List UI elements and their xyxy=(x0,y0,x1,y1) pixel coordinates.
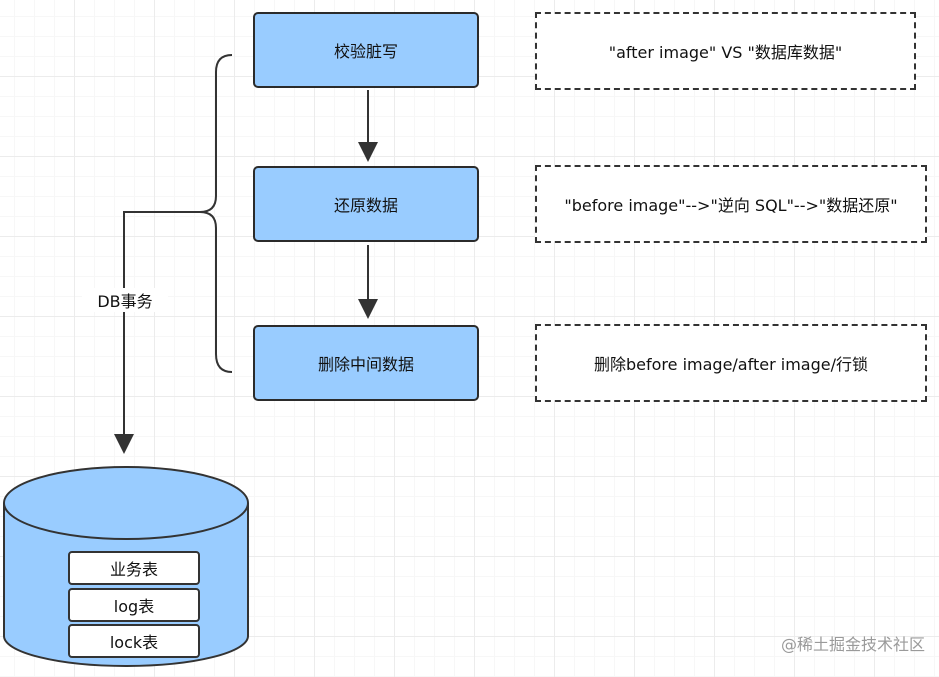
step-delete-intermediate-data-label: 删除中间数据 xyxy=(317,355,414,374)
table-log-label: log表 xyxy=(113,597,155,616)
step-restore-data[interactable]: 还原数据 xyxy=(253,166,479,242)
watermark: @稀土掘金技术社区 xyxy=(780,635,925,654)
db-transaction-label: DB事务 xyxy=(82,288,168,312)
transaction-connector xyxy=(114,211,200,454)
note-restore-data-text: "before image"-->"逆向 SQL"-->"数据还原" xyxy=(564,196,898,215)
step-restore-data-label: 还原数据 xyxy=(333,196,398,215)
note-check-dirty-write-text: "after image" VS "数据库数据" xyxy=(608,43,843,62)
step-check-dirty-write[interactable]: 校验脏写 xyxy=(253,12,479,88)
note-restore-data: "before image"-->"逆向 SQL"-->"数据还原" xyxy=(535,165,927,243)
note-delete-intermediate-data-text: 删除before image/after image/行锁 xyxy=(594,355,868,374)
step-delete-intermediate-data[interactable]: 删除中间数据 xyxy=(253,325,479,401)
table-log[interactable]: log表 xyxy=(68,588,200,622)
step-check-dirty-write-label: 校验脏写 xyxy=(333,42,398,61)
table-business-label: 业务表 xyxy=(109,560,158,579)
transaction-brace xyxy=(199,54,233,373)
table-business[interactable]: 业务表 xyxy=(68,551,200,585)
table-lock-label: lock表 xyxy=(109,633,159,652)
table-lock[interactable]: lock表 xyxy=(68,624,200,658)
note-delete-intermediate-data: 删除before image/after image/行锁 xyxy=(535,324,927,402)
note-check-dirty-write: "after image" VS "数据库数据" xyxy=(535,12,916,90)
